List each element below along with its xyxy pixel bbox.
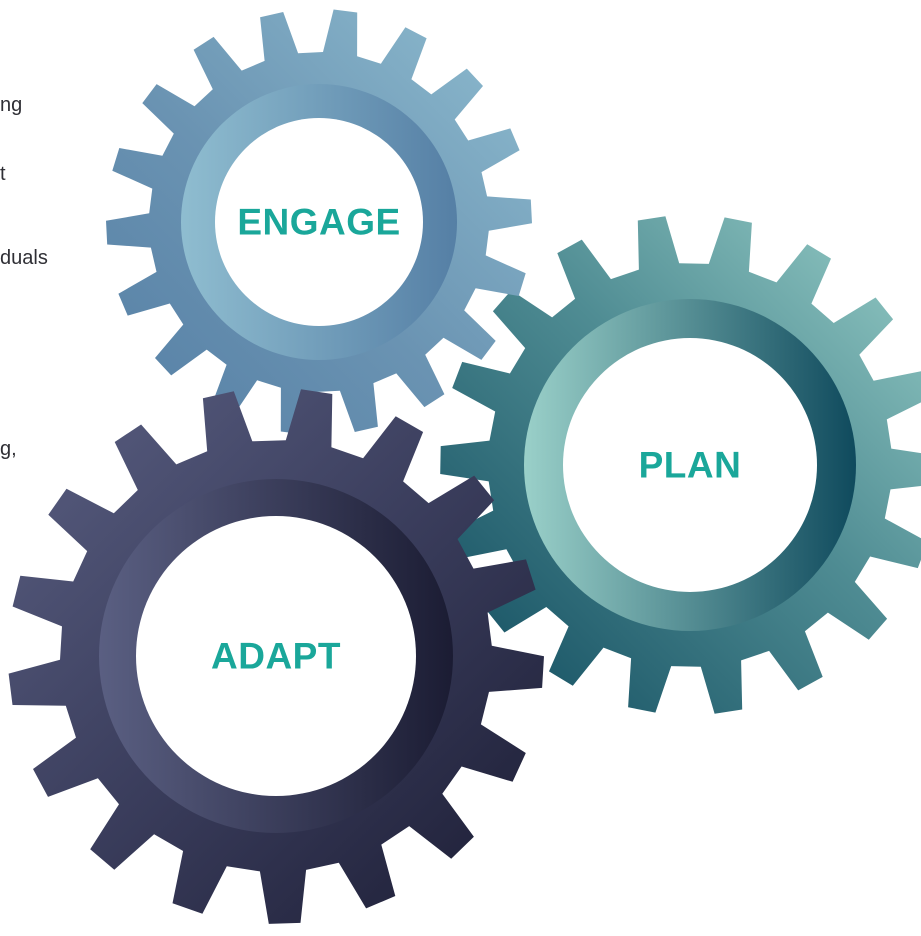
gear-plan-center (563, 338, 817, 592)
gear-adapt-label: ADAPT (211, 636, 341, 677)
gear-adapt-center (136, 516, 416, 796)
gear-plan-label: PLAN (639, 445, 742, 486)
gear-plan: PLAN (440, 216, 921, 714)
text-fragment: ng (0, 94, 23, 116)
gear-adapt: ADAPT (8, 389, 545, 924)
text-fragment: duals (0, 247, 48, 269)
gear-engage-label: ENGAGE (237, 202, 400, 243)
text-fragment: g, (0, 438, 17, 460)
gear-engage: ENGAGE (106, 9, 532, 435)
gear-engage-center (215, 118, 423, 326)
text-fragment: t (0, 163, 6, 185)
